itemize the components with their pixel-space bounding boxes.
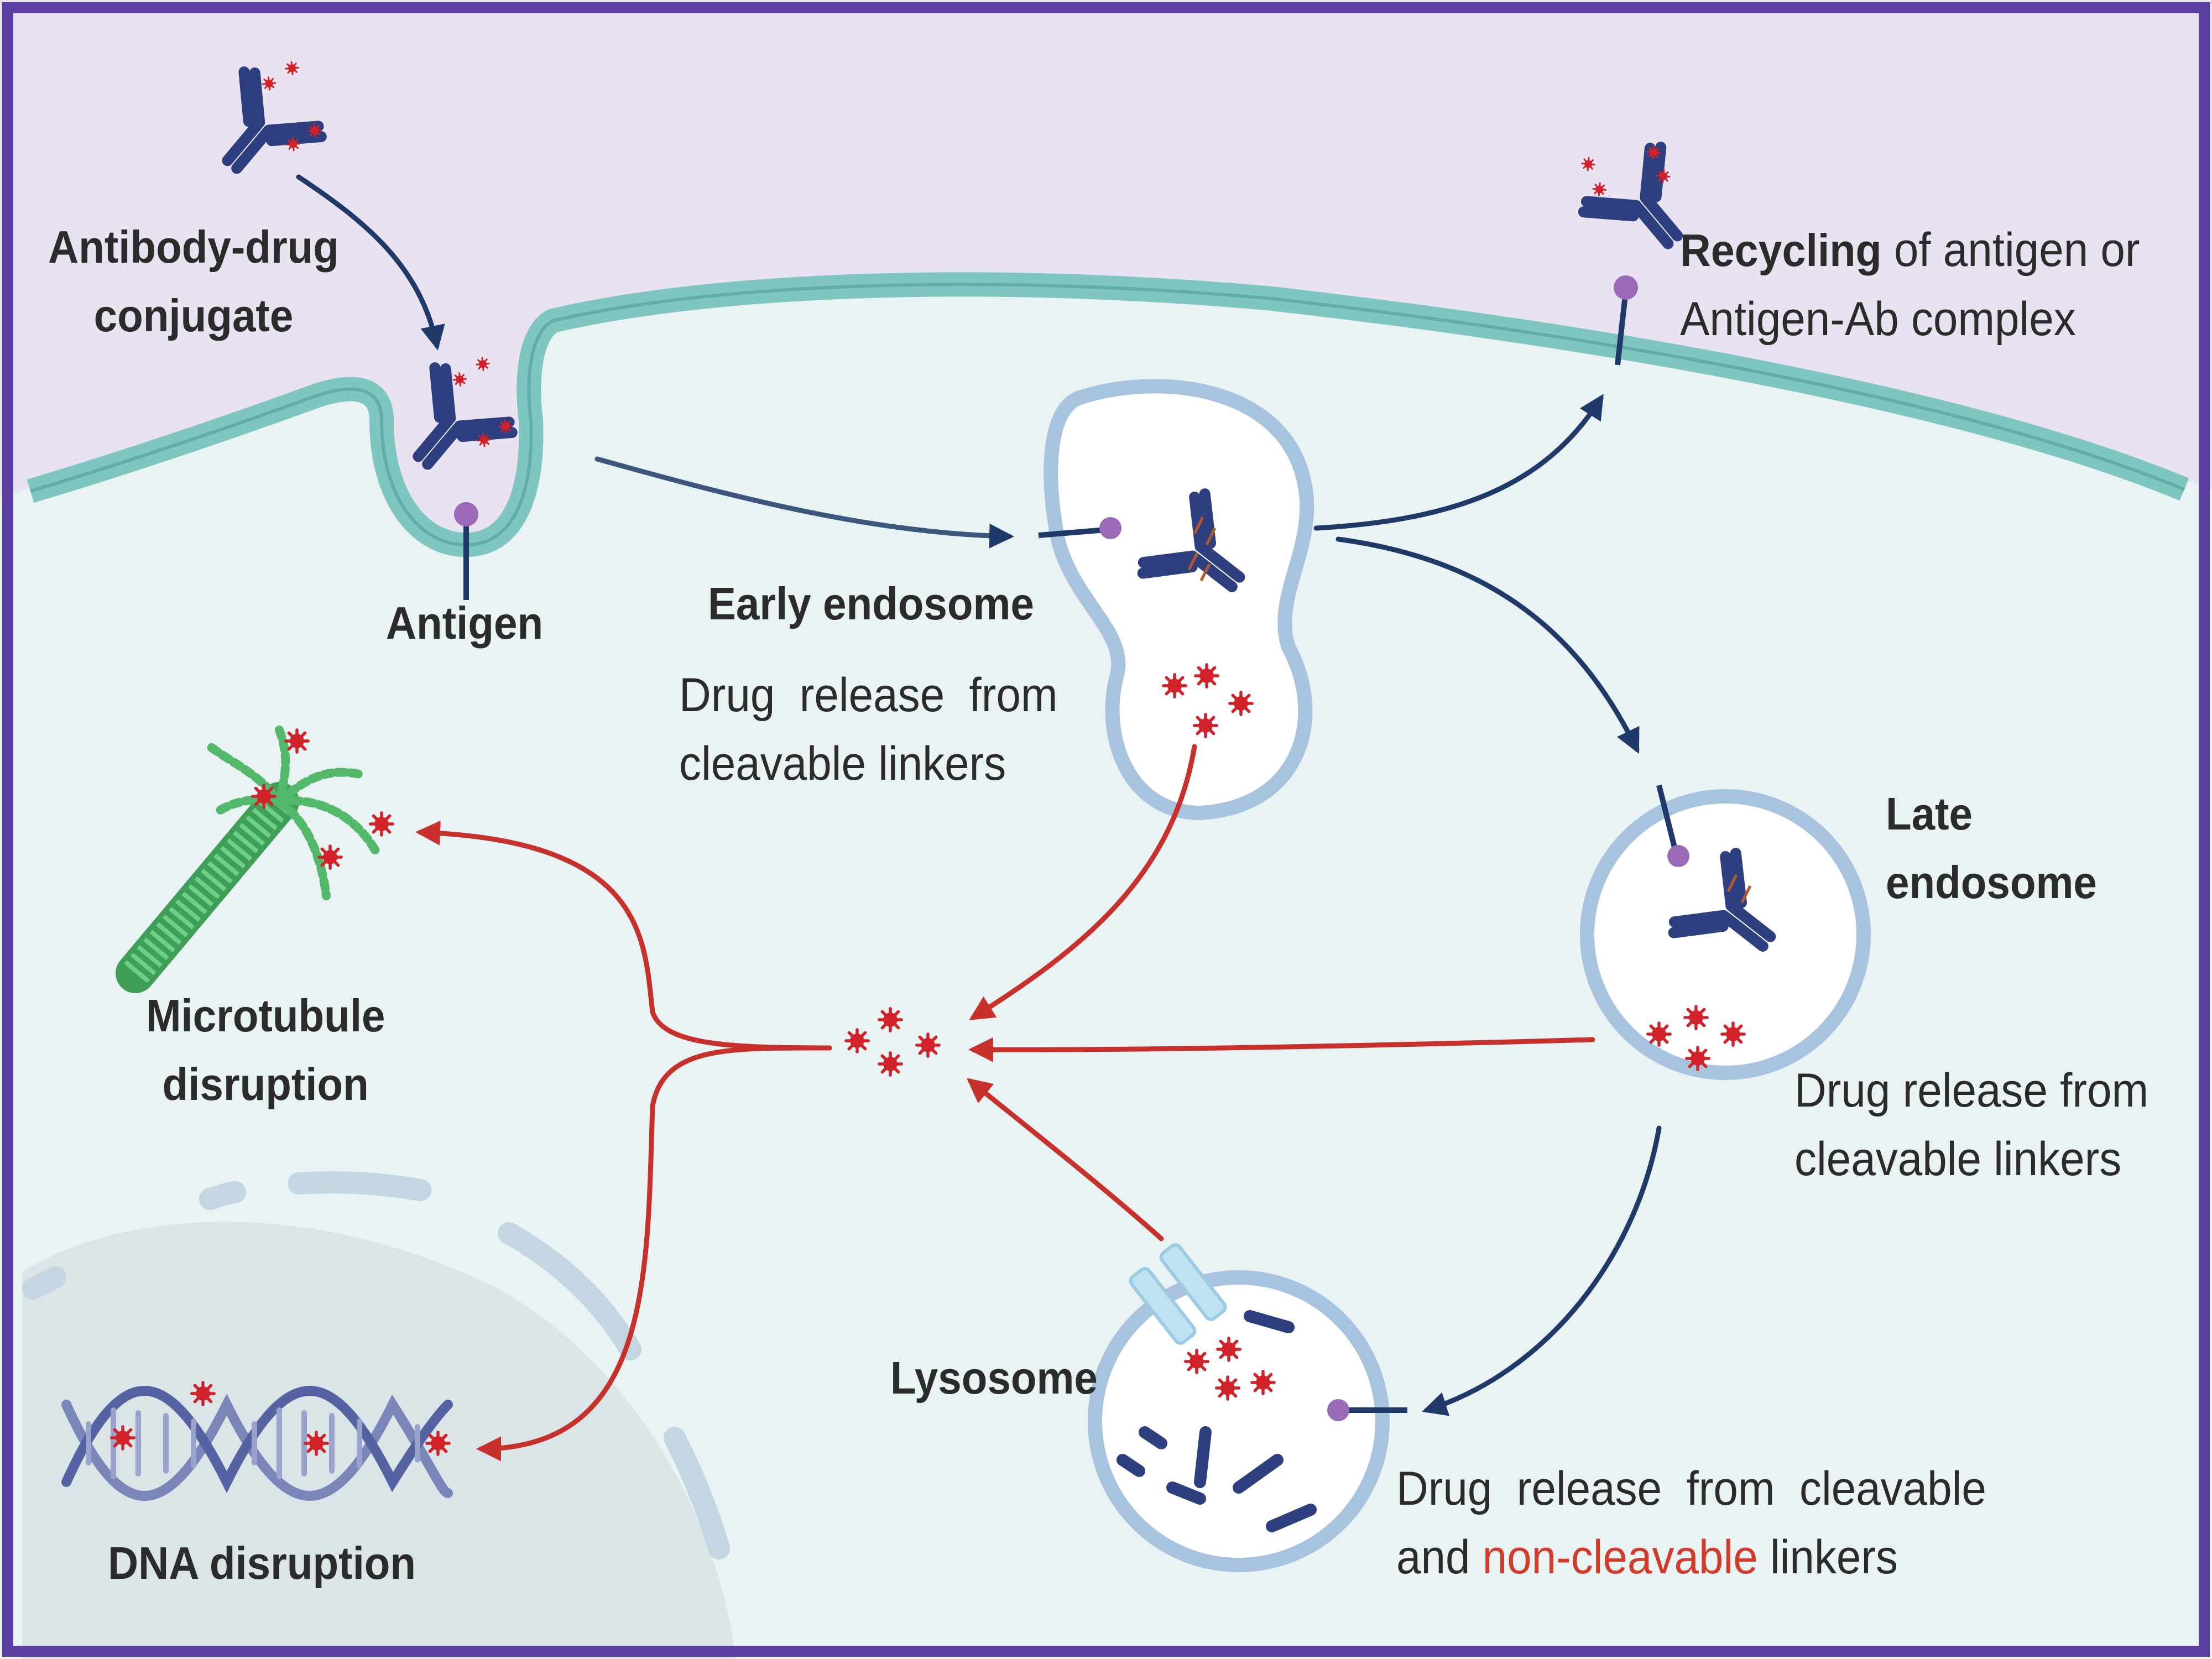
late-endosome-line-1: Late [1886,788,1973,839]
lysosome-release-text: Drug release from cleavable and non-clea… [1396,1454,1986,1592]
dna-label: DNA disruption [108,1537,416,1589]
microtubule [116,726,393,993]
early-endosome-label: Early endosome [708,578,1034,629]
adc-label: Antibody-drug conjugate [41,213,346,350]
release-arrows [415,744,1595,1462]
adc-bound [384,337,538,600]
adc-label-line-1: Antibody-drug [48,221,339,273]
late-release-line-2: cleavable linkers [1794,1133,2122,1186]
recycling-text: Recycling of antigen or Antigen-Ab compl… [1680,216,2140,353]
late-endosome-release-text: Drug release from cleavable linkers [1794,1056,2148,1193]
early-release-line-2: cleavable linkers [679,737,1006,790]
extracellular-space [0,0,2212,545]
recycling-line-2: Antigen-Ab complex [1680,293,2076,346]
microtubule-line-1: Microtubule [145,990,385,1041]
non-cleavable-highlight: non-cleavable [1482,1531,1758,1584]
cell-membrane-inner [30,283,2185,547]
adc-recycled [1558,117,1712,366]
early-release-line-1: Drug release from [679,669,1058,722]
lysosome-release-prefix: and [1396,1531,1483,1584]
early-endosome-release-text: Drug release from cleavable linkers [679,661,1058,798]
recycling-bold: Recycling [1680,225,1882,276]
late-endosome-label: Late endosome [1886,780,2097,917]
late-endosome-line-2: endosome [1886,857,2097,908]
dna-helix [61,1386,453,1501]
lysosome-label: Lysosome [890,1352,1098,1404]
adc-label-line-2: conjugate [93,290,294,341]
early-endosome [1038,379,1314,821]
microtubule-label: Microtubule disruption [146,982,385,1119]
trafficking-arrows [296,174,1662,1416]
lysosome-release-line-1: Drug release from cleavable [1396,1462,1986,1515]
late-release-line-1: Drug release from [1794,1064,2149,1117]
microtubule-line-2: disruption [162,1058,369,1110]
lysosome-release-suffix: linkers [1757,1531,1898,1584]
lysosome [1088,1243,1407,1572]
antigen-label: Antigen [385,597,544,649]
recycling-rest: of antigen or [1881,223,2140,276]
late-endosome [1580,784,1871,1080]
